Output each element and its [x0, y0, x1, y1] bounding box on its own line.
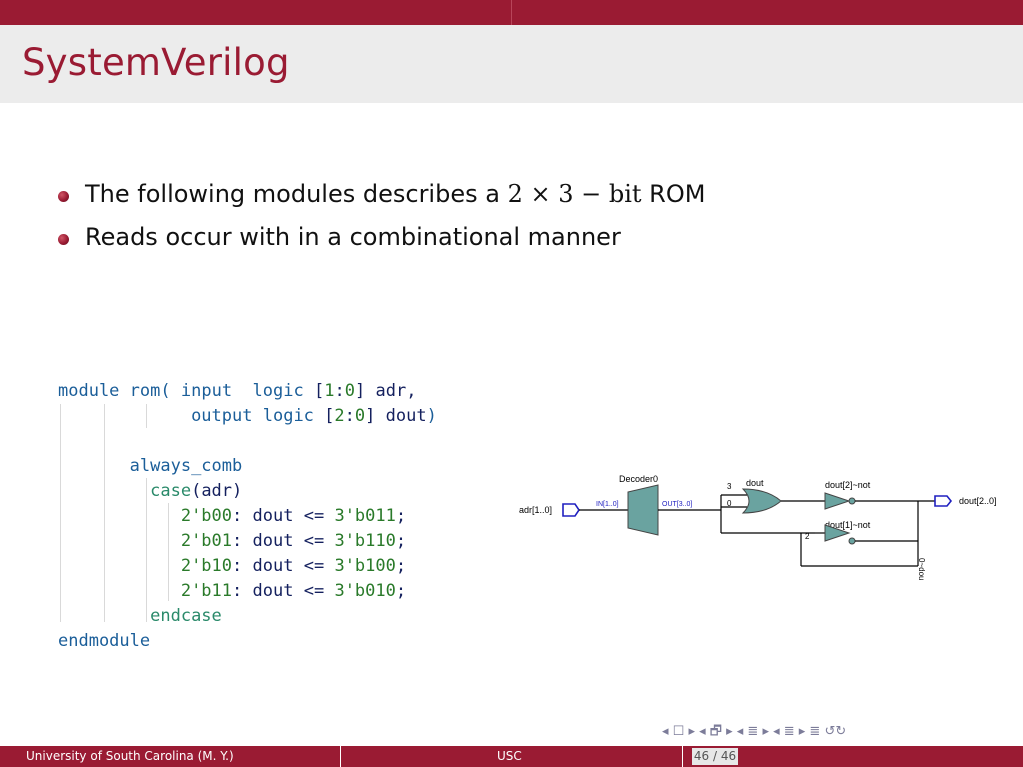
- code-line: 2'b11: dout <= 3'b010;: [180, 581, 407, 601]
- or-input-label: 0: [727, 499, 732, 508]
- not-gate-label: dout[2]~not: [825, 480, 871, 490]
- bullet-text: The following modules describes a: [85, 180, 508, 208]
- code-line: case(adr): [150, 481, 243, 501]
- not-gate: [824, 492, 851, 510]
- title-bar: [0, 25, 1023, 103]
- indent-guide: [60, 404, 61, 622]
- footer-center: USC: [341, 746, 682, 767]
- input-label: adr[1..0]: [519, 505, 552, 515]
- not-gate: [824, 524, 851, 542]
- page-number: 46 / 46: [692, 748, 738, 765]
- not-bubble: [848, 497, 856, 505]
- bullet-text: ROM: [641, 180, 706, 208]
- output-label: dout[2..0]: [959, 496, 997, 506]
- code-line: 2'b01: dout <= 3'b110;: [180, 531, 407, 551]
- not-bubble: [848, 537, 856, 545]
- code-line: 2'b00: dout <= 3'b011;: [180, 506, 407, 526]
- vertical-label: 0~dout[0]~0: [917, 558, 926, 580]
- indent-guide: [146, 478, 147, 622]
- code-line: always_comb: [129, 456, 243, 476]
- decoder-out-label: OUT[3..0]: [662, 501, 692, 508]
- indent-guide: [146, 404, 147, 428]
- code-line: endcase: [150, 606, 222, 626]
- header-divider: [511, 0, 512, 25]
- header-bar: [0, 0, 1023, 25]
- indent-guide: [168, 503, 169, 601]
- decoder-label: Decoder0: [619, 474, 658, 484]
- output-port-icon: [934, 495, 953, 507]
- code-line: module rom( input logic [1:0] adr,: [58, 381, 417, 401]
- navigation-icons[interactable]: ◂ ☐ ▸ ◂ 🗗 ▸ ◂ ≣ ▸ ◂ ≣ ▸ ≣ ↺↻: [662, 724, 847, 739]
- input-port-icon: [562, 503, 580, 517]
- footer-left: University of South Carolina (M. Y.): [0, 746, 340, 767]
- not-input-label: 2: [805, 532, 810, 541]
- code-line: output logic [2:0] dout): [191, 406, 437, 426]
- math-expression: 2 × 3 − bit: [507, 180, 642, 208]
- bullet-icon: [58, 191, 69, 202]
- rtl-schematic: adr[1..0] Decoder0 IN[1..0] OUT[3..0] 3 …: [519, 474, 997, 580]
- decoder-block: [627, 484, 659, 536]
- slide-title: SystemVerilog: [22, 41, 290, 84]
- code-line: endmodule: [58, 631, 151, 651]
- or-input-label: 3: [727, 482, 732, 491]
- beamer-navigation[interactable]: ◂ ☐ ▸ ◂ 🗗 ▸ ◂ ≣ ▸ ◂ ≣ ▸ ≣ ↺↻: [662, 722, 846, 744]
- footer: University of South Carolina (M. Y.) USC…: [0, 746, 1023, 767]
- or-gate-label: dout: [746, 478, 764, 488]
- or-gate: [741, 488, 782, 514]
- not-gate-label: dout[1]~not: [825, 520, 871, 530]
- footer-right: [683, 746, 1023, 767]
- bullet-text: Reads occur with in a combinational mann…: [85, 223, 621, 251]
- footer-institution: University of South Carolina (M. Y.): [26, 749, 234, 763]
- code-line: 2'b10: dout <= 3'b100;: [180, 556, 407, 576]
- bullet-icon: [58, 234, 69, 245]
- decoder-in-label: IN[1..0]: [596, 501, 619, 508]
- indent-guide: [104, 404, 105, 622]
- footer-short-title: USC: [497, 749, 522, 763]
